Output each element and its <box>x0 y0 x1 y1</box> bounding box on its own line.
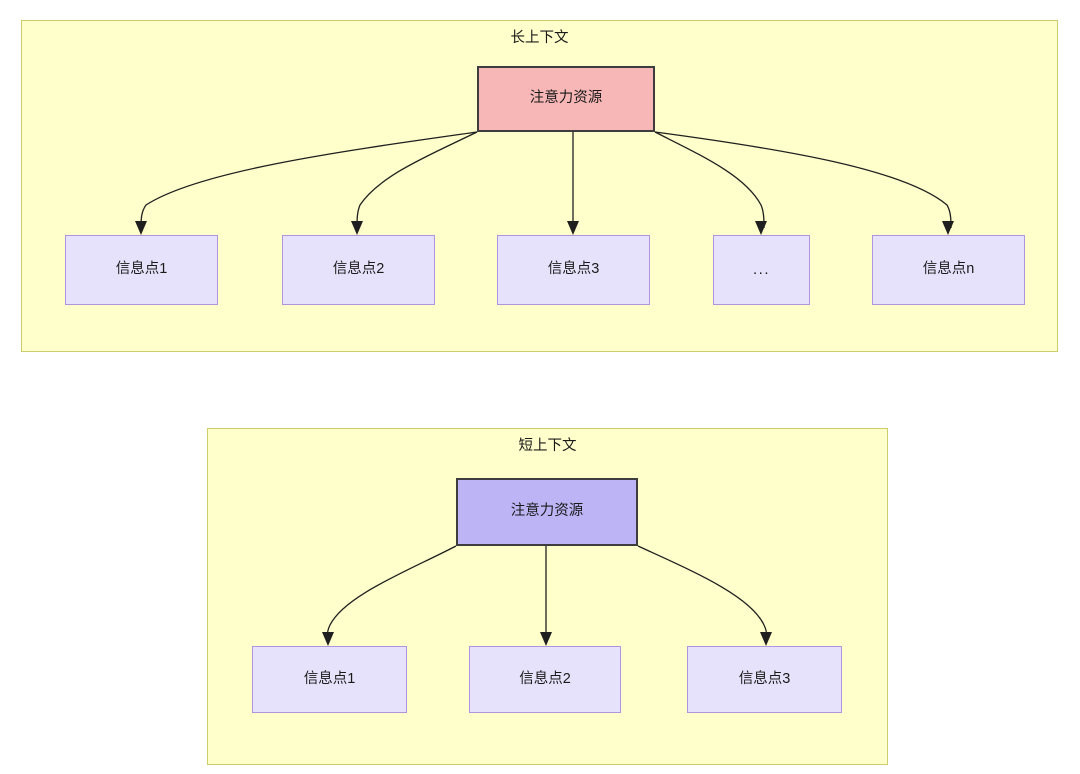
node-info-point-3-long[interactable]: 信息点3 <box>497 235 650 305</box>
node-info-point-n-long-label: 信息点n <box>922 261 975 278</box>
node-info-point-1-short[interactable]: 信息点1 <box>252 646 407 713</box>
node-info-point-ellipsis-long[interactable]: ... <box>713 235 810 305</box>
node-info-point-3-short[interactable]: 信息点3 <box>687 646 842 713</box>
node-info-point-1-long-label: 信息点1 <box>115 261 168 278</box>
node-info-point-2-short-label: 信息点2 <box>519 670 571 687</box>
node-info-point-3-long-label: 信息点3 <box>547 261 600 278</box>
node-info-point-1-short-label: 信息点1 <box>303 670 356 687</box>
node-info-point-n-long[interactable]: 信息点n <box>872 235 1025 305</box>
node-info-point-1-long[interactable]: 信息点1 <box>65 235 218 305</box>
node-info-point-2-long[interactable]: 信息点2 <box>282 235 435 305</box>
node-info-point-2-long-label: 信息点2 <box>332 261 385 278</box>
node-info-point-3-short-label: 信息点3 <box>738 670 791 687</box>
node-attention-resource-long-label: 注意力资源 <box>529 90 603 107</box>
group-long-context-title: 长上下文 <box>510 30 569 46</box>
node-attention-resource-short-label: 注意力资源 <box>510 503 584 520</box>
node-attention-resource-long[interactable]: 注意力资源 <box>477 66 655 132</box>
group-short-context-title: 短上下文 <box>518 438 577 454</box>
node-info-point-2-short[interactable]: 信息点2 <box>469 646 621 713</box>
node-attention-resource-short[interactable]: 注意力资源 <box>456 478 638 546</box>
node-info-point-ellipsis-long-label: ... <box>752 261 770 278</box>
